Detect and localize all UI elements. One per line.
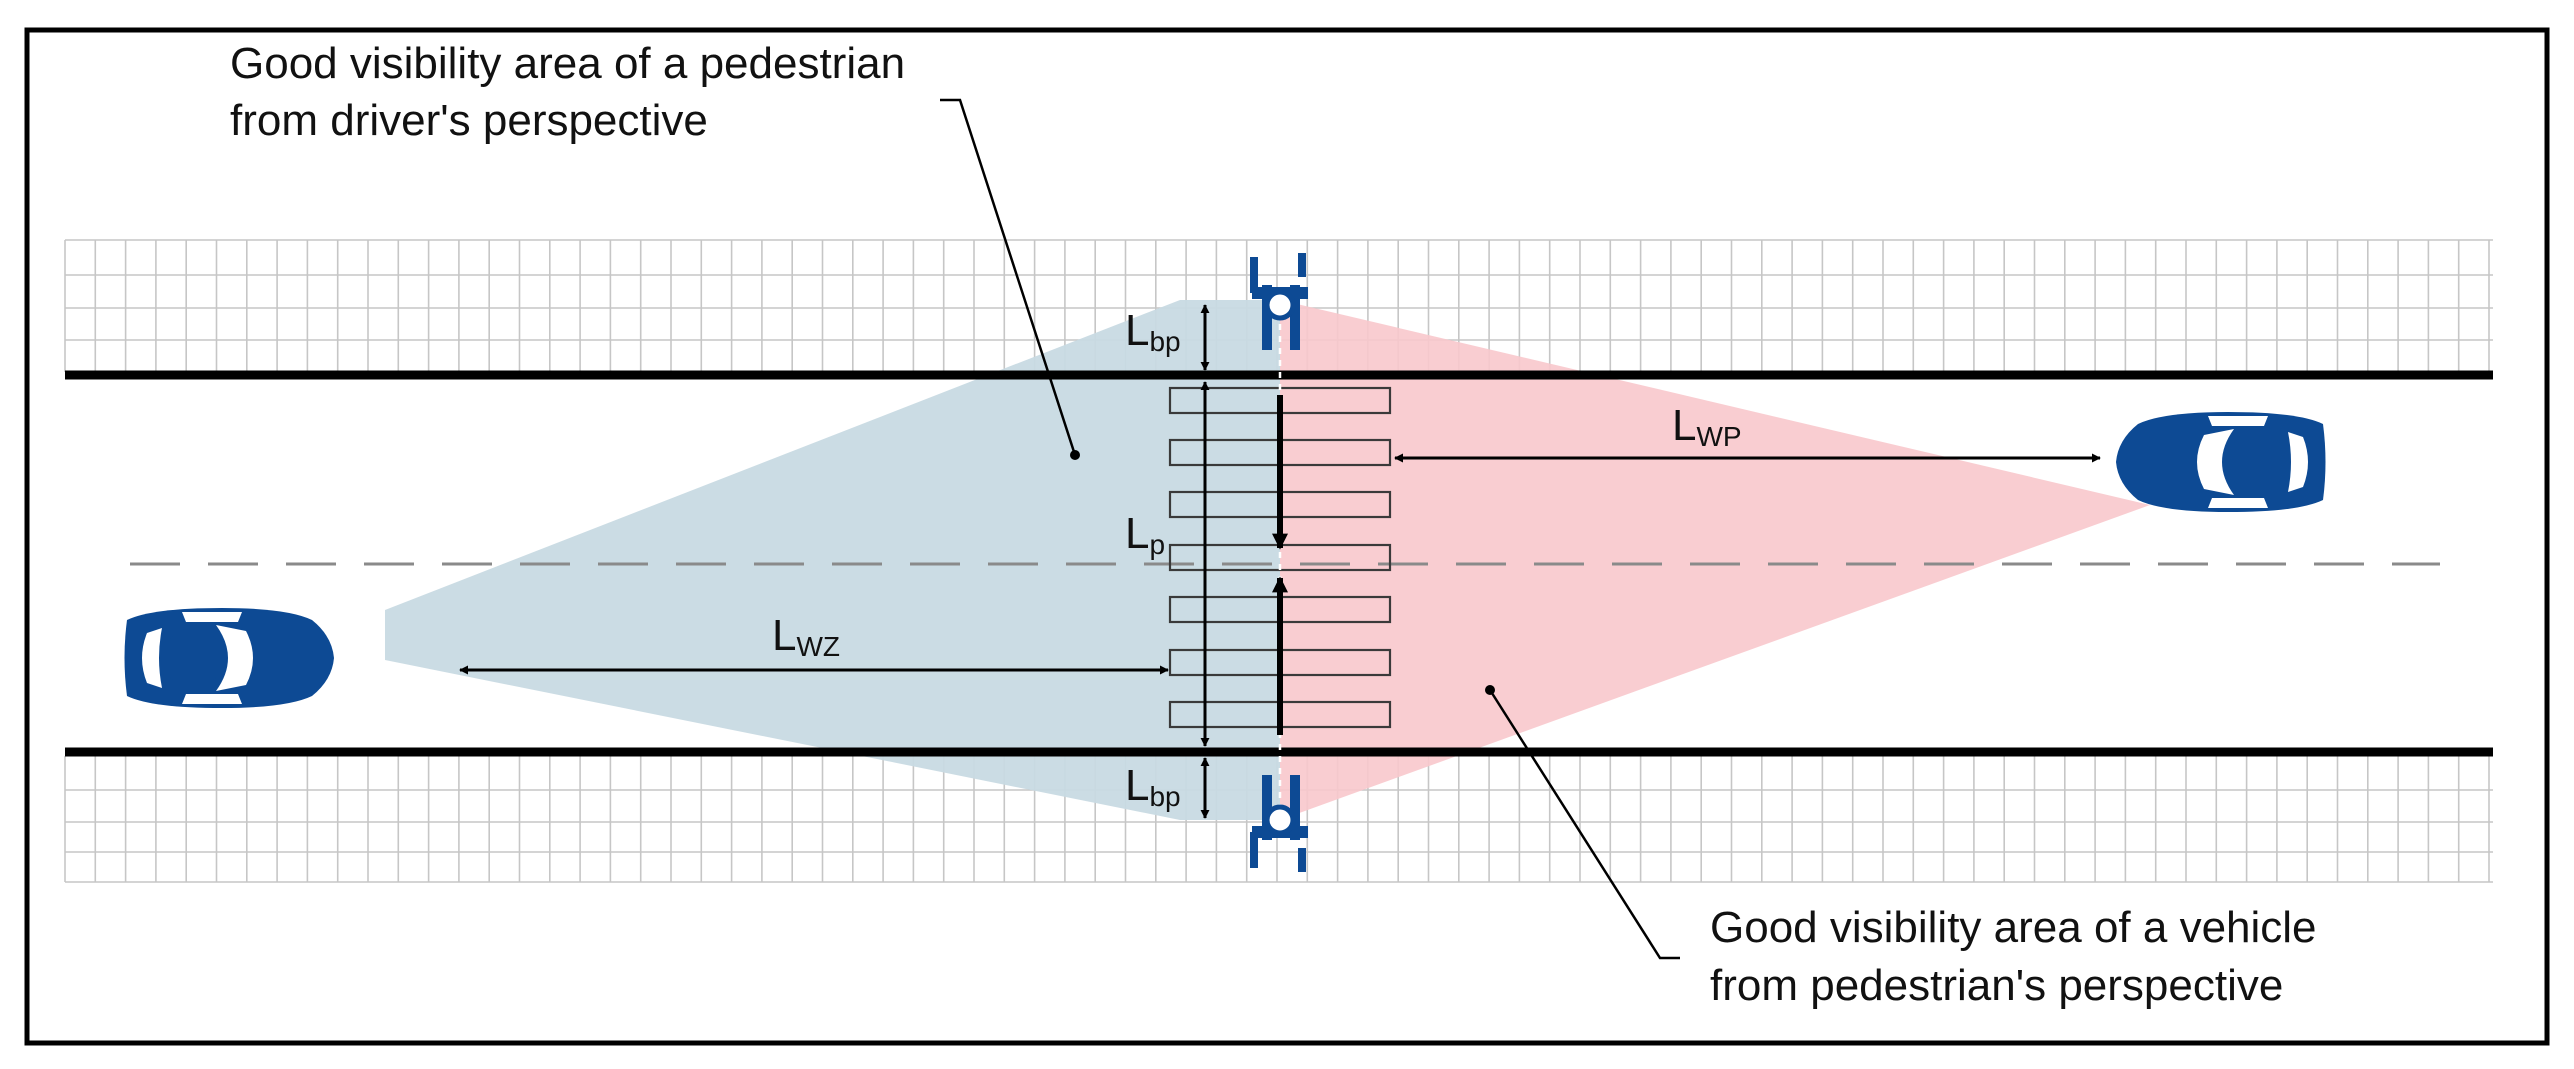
lbp-bottom-label: Lbp [1125, 761, 1181, 812]
lbp-top-label: Lbp [1125, 306, 1181, 357]
car-top-view-icon [2116, 412, 2326, 512]
pedestrian-top-view-icon [1250, 775, 1308, 872]
driver-view-leader [940, 98, 1077, 456]
pedestrian-view-callout-line1: Good visibility area of a vehicle [1710, 903, 2317, 952]
lwz-label: LWZ [772, 611, 840, 662]
pedestrian-view-leader [1488, 689, 1680, 960]
pedestrian-visibility-area [1280, 300, 2150, 820]
driver-view-leader-dot [1070, 450, 1080, 460]
lwp-label: LWP [1672, 401, 1742, 452]
driver-view-callout-line2: from driver's perspective [230, 96, 708, 145]
pedestrian-view-leader-dot [1485, 685, 1495, 695]
pedestrian-top-view-icon [1250, 253, 1308, 350]
driver-visibility-area [385, 300, 1280, 820]
lp-label: Lp [1125, 509, 1165, 560]
pedestrian-view-callout-line2: from pedestrian's perspective [1710, 961, 2283, 1010]
car-top-view-icon [124, 608, 334, 708]
driver-view-callout-line1: Good visibility area of a pedestrian [230, 39, 905, 88]
